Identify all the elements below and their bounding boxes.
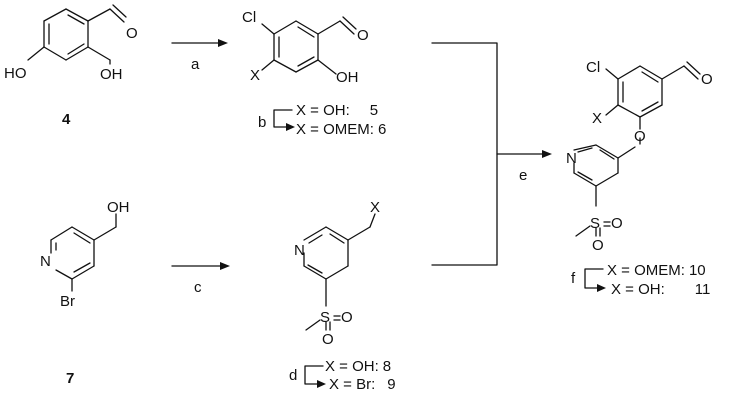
step-b-bent-arrow [273,109,295,131]
step-d-bent-arrow [304,365,326,388]
compound-4-number: 4 [62,111,71,128]
compound-8-9-o1: O [341,309,353,326]
compound-7-br: Br [60,293,75,310]
compound-10-11-structure: Cl X O O N S O O [566,59,713,254]
compound-8-label: X = OH:8 [325,358,391,375]
compound-7-structure: N OH Br [40,199,130,310]
arrow-c [171,262,230,270]
compound-6-label: X = OMEM:6 [296,121,386,138]
compound-8-9-s: S [320,309,330,326]
compound-10-11-aldehyde-o: O [701,71,713,88]
compound-8-9-x: X [370,199,380,216]
compound-8-9-structure: N X S O O [294,199,380,348]
convergent-arrow-e [431,42,552,266]
compound-7-oh: OH [107,199,130,216]
compound-10-11-x: X [592,110,602,127]
compound-10-11-ether-o: O [634,128,646,145]
step-d-label: d [289,367,297,384]
compound-7-number: 7 [66,370,74,387]
compound-10-11-o1: O [611,215,623,232]
compound-5-6-structure: Cl X O OH [242,9,369,86]
step-f-label: f [571,270,576,287]
arrow-a [171,39,228,47]
step-c-label: c [194,279,202,296]
compound-4-oh-right: OH [100,66,123,83]
compound-4-aldehyde-o: O [126,25,138,42]
compound-5-6-cl: Cl [242,9,256,26]
step-a-label: a [191,56,200,73]
compound-10-label: X = OMEM:10 [607,262,706,279]
compound-5-label: X = OH:5 [296,102,378,119]
compound-10-11-s: S [590,215,600,232]
compound-5-6-aldehyde-o: O [357,27,369,44]
compound-5-6-oh: OH [336,69,359,86]
compound-4-structure: O OH HO [4,4,138,83]
compound-8-9-n: N [294,242,305,259]
step-e-label: e [519,167,527,184]
compound-5-6-x: X [250,67,260,84]
compound-8-9-o2: O [322,331,334,348]
compound-7-n: N [40,253,51,270]
compound-10-11-o2: O [592,237,604,254]
compound-4-ho-left: HO [4,65,27,82]
compound-11-label: X = OH:11 [611,281,710,298]
compound-10-11-n: N [566,150,577,167]
compound-10-11-cl: Cl [586,59,600,76]
step-f-bent-arrow [584,268,606,292]
step-b-label: b [258,114,266,131]
compound-9-label: X = Br:9 [329,376,396,393]
